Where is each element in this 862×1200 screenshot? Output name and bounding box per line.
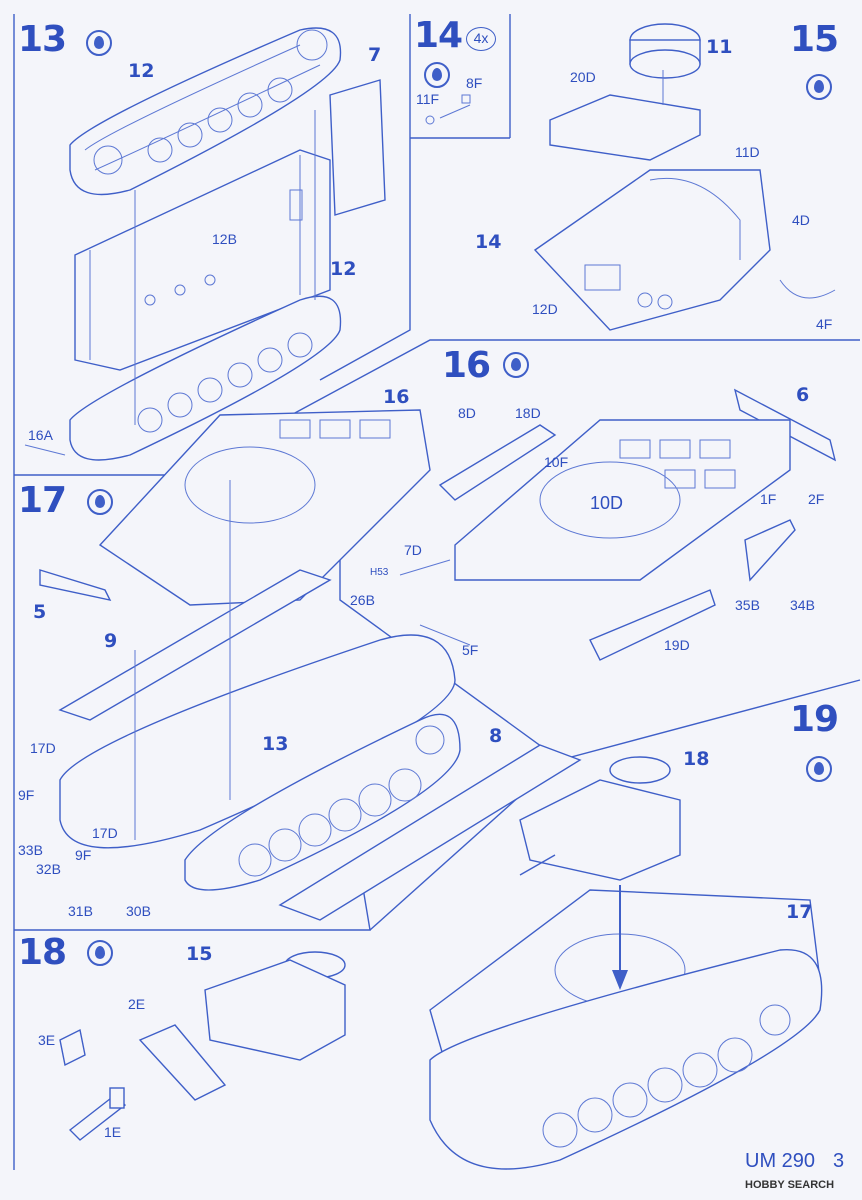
part-2F: 2F: [808, 491, 825, 507]
glue-drop-icon: [806, 756, 832, 782]
part-32B: 32B: [36, 861, 61, 877]
part-7D: 7D: [404, 542, 422, 558]
part-30B: 30B: [126, 903, 151, 919]
part-8F: 8F: [466, 75, 483, 91]
part-12D: 12D: [532, 301, 558, 317]
step-17-ref-9: 9: [104, 630, 118, 652]
part-34B: 34B: [790, 597, 815, 613]
step-17-ref-13: 13: [262, 733, 289, 755]
part-11D: 11D: [735, 144, 760, 160]
step-16-number: 16: [442, 345, 491, 386]
step-19-ref-17: 17: [786, 901, 813, 923]
part-33B: 33B: [18, 842, 43, 858]
step13-drawing: [24, 27, 386, 461]
step-13-ref-12: 12: [128, 60, 155, 82]
part-11F: 11F: [416, 91, 440, 107]
step-13-ref-7: 7: [368, 44, 382, 66]
part-14: 14: [475, 231, 502, 253]
product-code: UM 290: [745, 1150, 816, 1172]
step18-drawing: [59, 951, 346, 1141]
glue-drop-icon: [503, 352, 529, 378]
step15-drawing: [533, 23, 836, 331]
part-35B: 35B: [735, 597, 760, 613]
part-12B: 12B: [212, 231, 237, 247]
step-18-number: 18: [18, 932, 67, 973]
glue-drop-icon: [87, 489, 113, 515]
step-19-ref-18: 18: [683, 748, 710, 770]
part-26B: 26B: [350, 592, 375, 608]
step-15-number: 15: [790, 19, 839, 60]
part-9F-b: 9F: [75, 847, 92, 863]
part-10F: 10F: [544, 454, 569, 470]
part-9F: 9F: [18, 787, 35, 803]
part-31B: 31B: [68, 903, 93, 919]
part-2E: 2E: [128, 996, 146, 1012]
part-10D: 10D: [590, 493, 624, 513]
quantity-badge: 4x: [466, 27, 496, 51]
step-17-ref-16: 16: [383, 386, 410, 408]
glue-drop-icon: [86, 30, 112, 56]
watermark: HOBBY SEARCH: [745, 1179, 835, 1191]
part-8D: 8D: [458, 405, 476, 421]
page-number: 3: [833, 1150, 845, 1172]
step-15-ref-11: 11: [706, 36, 733, 58]
part-5F: 5F: [462, 642, 479, 658]
step-17-ref-8: 8: [489, 725, 503, 747]
step-13-ref-12b: 12: [330, 258, 357, 280]
step14-drawing: [425, 94, 471, 125]
step-18-ref-15: 15: [186, 943, 213, 965]
step-13-number: 13: [18, 19, 67, 60]
part-4F: 4F: [816, 316, 833, 332]
part-18D: 18D: [515, 405, 541, 421]
step19-drawing: [429, 756, 823, 1170]
part-4D: 4D: [792, 212, 810, 228]
part-20D: 20D: [570, 69, 596, 85]
glue-drop-icon: [424, 62, 450, 88]
glue-drop-icon: [806, 74, 832, 100]
part-1E: 1E: [104, 1124, 122, 1140]
part-17D: 17D: [30, 740, 56, 756]
glue-drop-icon: [87, 940, 113, 966]
part-16A: 16A: [28, 427, 53, 443]
step-16-ref-6: 6: [796, 384, 810, 406]
step-17-number: 17: [18, 480, 67, 521]
step17-drawing: [39, 409, 582, 921]
part-H53: H53: [370, 567, 389, 578]
part-17D-b: 17D: [92, 825, 118, 841]
step-19-number: 19: [790, 699, 839, 740]
step-17-ref-5: 5: [33, 601, 47, 623]
part-3E: 3E: [38, 1032, 56, 1048]
part-1F: 1F: [760, 491, 777, 507]
step16-drawing: [399, 388, 837, 661]
part-19D: 19D: [664, 637, 690, 653]
step-14-number: 14: [414, 15, 463, 56]
